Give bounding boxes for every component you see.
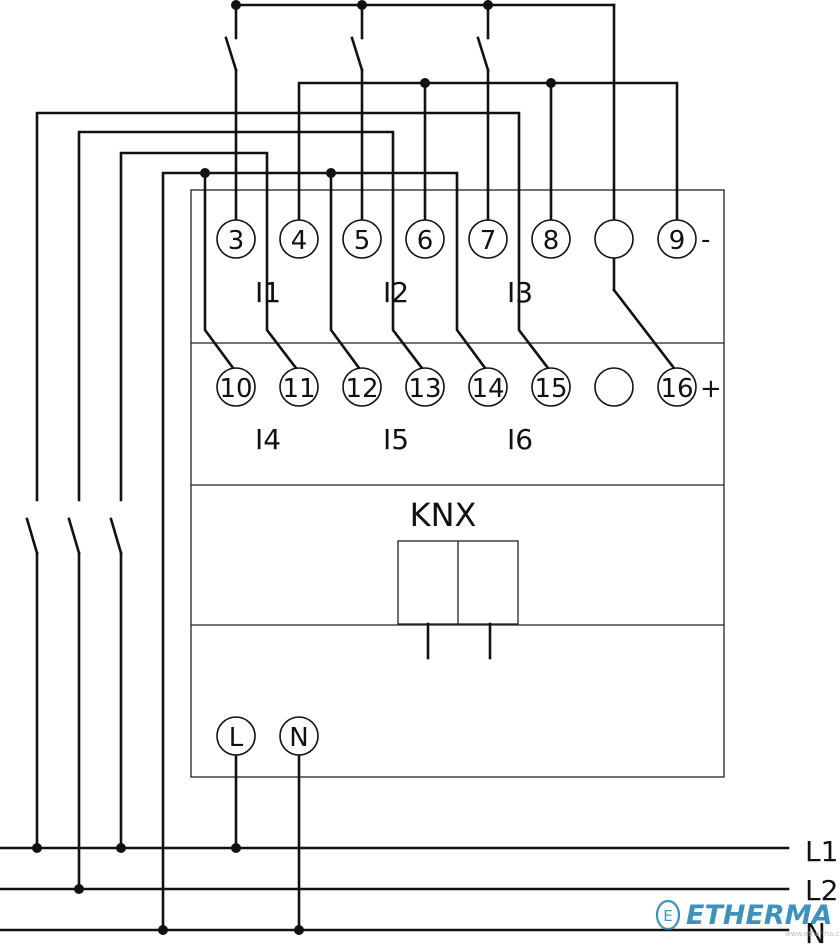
terminal-7: 7 — [468, 219, 508, 259]
input-label-i4: I4 — [255, 423, 281, 456]
terminal-7-label: 7 — [480, 226, 497, 256]
terminal-12-label: 12 — [345, 374, 378, 404]
line-label-n: N — [805, 917, 826, 950]
terminal-9: 9 — [657, 219, 697, 259]
terminal-11: 11 — [279, 367, 319, 407]
terminal-6-label: 6 — [417, 226, 434, 256]
terminal-12: 12 — [342, 367, 382, 407]
terminal-13-label: 13 — [408, 374, 441, 404]
knx-connector — [397, 540, 519, 660]
terminal-13: 13 — [405, 367, 445, 407]
terminal-blank-bottom — [594, 367, 634, 407]
terminal-l: L — [216, 716, 256, 756]
logo-mark-icon — [655, 899, 681, 931]
terminal-row-bottom: 10 11 12 13 14 15 16 + — [216, 367, 722, 407]
terminal-9-label: 9 — [669, 226, 686, 256]
terminal-8-label: 8 — [543, 226, 560, 256]
terminal-n-label: N — [289, 723, 308, 753]
supply-lines — [0, 750, 790, 932]
terminal-5: 5 — [342, 219, 382, 259]
terminal-row-top: 3 4 5 6 7 8 9 - — [216, 219, 710, 259]
terminal-4: 4 — [279, 219, 319, 259]
terminal-14: 14 — [468, 367, 508, 407]
terminal-10-label: 10 — [219, 374, 252, 404]
input-label-i5: I5 — [383, 423, 409, 456]
input-labels-bottom: I4 I5 I6 — [255, 423, 533, 456]
terminal-16: 16 — [657, 367, 697, 407]
terminal-10: 10 — [216, 367, 256, 407]
terminal-5-label: 5 — [354, 226, 371, 256]
line-labels: L1 L2 N — [805, 835, 838, 950]
logo-mark-letter: E — [663, 907, 672, 925]
terminal-l-label: L — [229, 723, 244, 753]
input-label-i6: I6 — [507, 423, 533, 456]
input-label-i1: I1 — [255, 276, 281, 309]
terminal-6: 6 — [405, 219, 445, 259]
input-labels-top: I1 I2 I3 — [255, 276, 533, 309]
junction-dots — [32, 0, 556, 935]
terminal-3-label: 3 — [228, 226, 245, 256]
terminal-15: 15 — [531, 367, 571, 407]
terminal-11-label: 11 — [282, 374, 315, 404]
supply-terminals: L N — [216, 716, 319, 756]
knx-label: KNX — [410, 496, 477, 534]
terminal-8: 8 — [531, 219, 571, 259]
line-label-l2: L2 — [805, 874, 838, 907]
input-label-i2: I2 — [383, 276, 409, 309]
line-label-l1: L1 — [805, 835, 838, 868]
terminal-14-label: 14 — [471, 374, 504, 404]
top-switch-wiring — [224, 3, 679, 374]
terminal-15-label: 15 — [534, 374, 567, 404]
logo-text: ETHERMA — [686, 900, 832, 931]
terminal-blank-top — [594, 219, 634, 259]
etherma-logo: E ETHERMA www.etherma.com — [655, 899, 840, 938]
terminal-4-label: 4 — [291, 226, 308, 256]
minus-sign: - — [701, 225, 710, 255]
terminal-16-label: 16 — [660, 374, 693, 404]
plus-sign: + — [700, 374, 722, 404]
common-wiring — [297, 81, 679, 224]
terminal-3: 3 — [216, 219, 256, 259]
logo-url: www.etherma.com — [785, 930, 840, 938]
terminal-n: N — [279, 716, 319, 756]
left-switches — [25, 517, 123, 891]
input-label-i3: I3 — [507, 276, 533, 309]
